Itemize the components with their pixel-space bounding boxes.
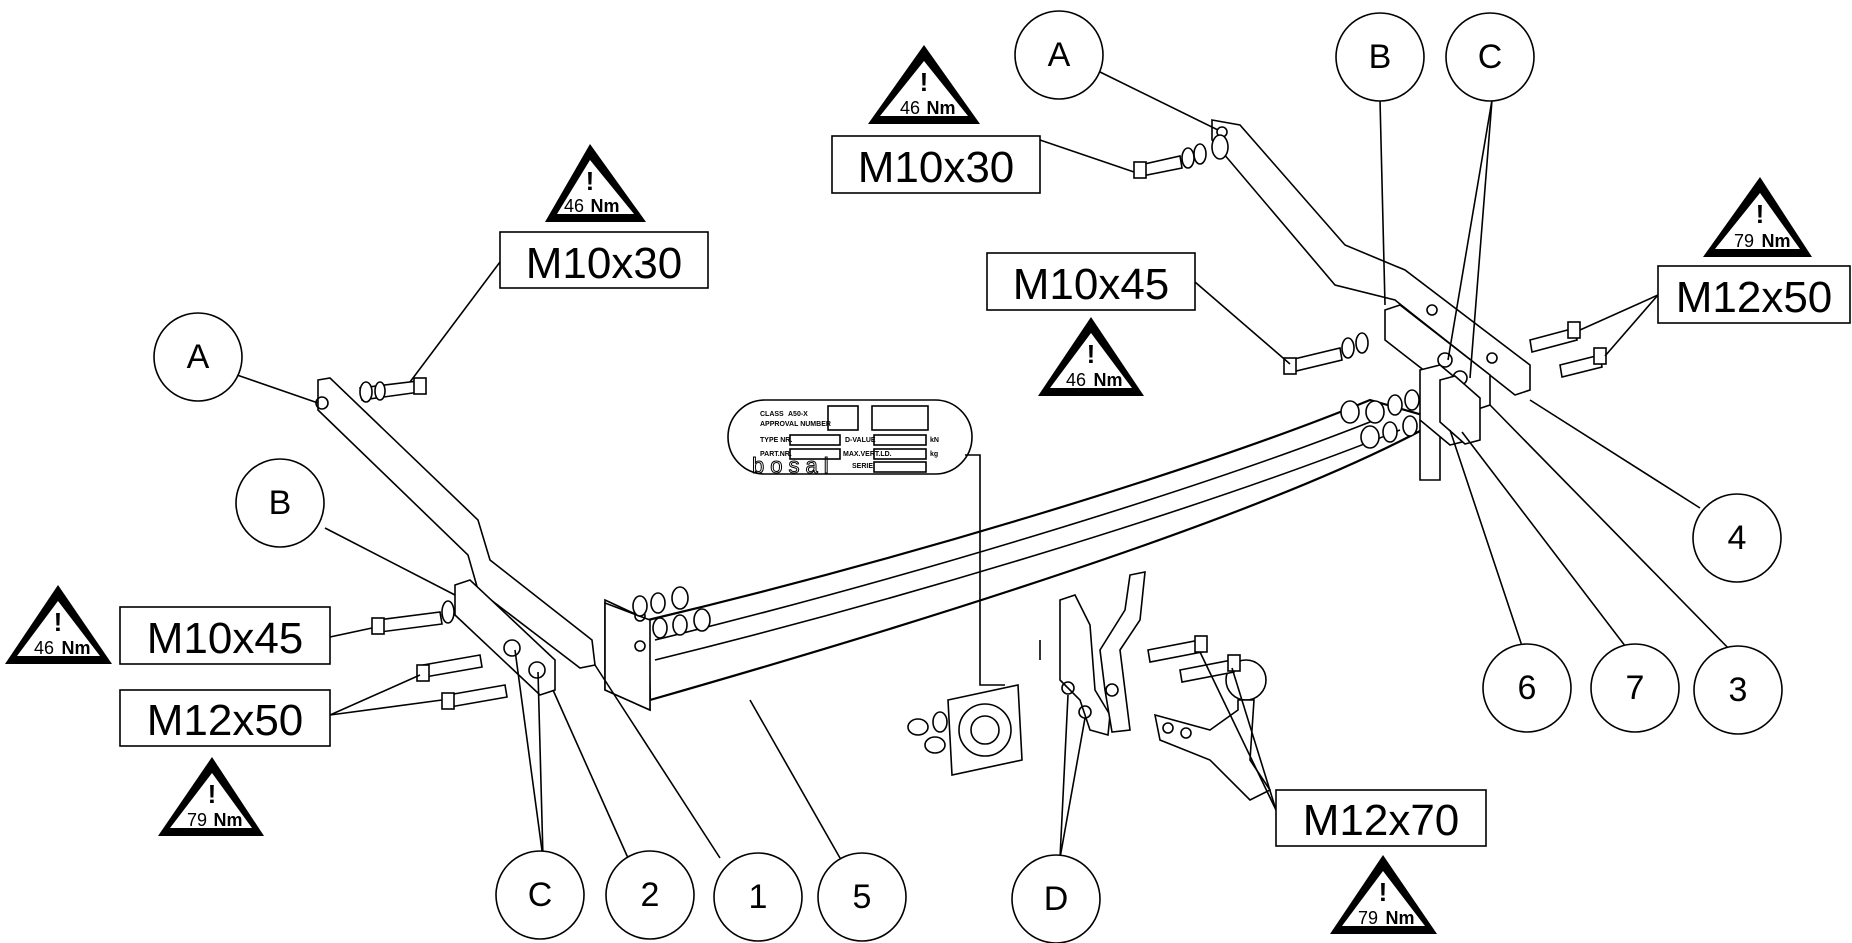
right-bolts bbox=[1133, 134, 1607, 378]
bolt-label-top-m10x30-text: M10x30 bbox=[858, 143, 1015, 192]
callout-3-label: 3 bbox=[1729, 671, 1748, 709]
identification-plate: CLASS A50-X APPROVAL NUMBER TYPE NR. D-V… bbox=[727, 399, 973, 479]
torque-warning-6: ! 79 Nm bbox=[158, 757, 264, 836]
tow-bracket-plates bbox=[1059, 571, 1146, 737]
warning-icon: ! bbox=[1756, 199, 1765, 229]
warning-icon: ! bbox=[920, 67, 929, 97]
torque-warning-4: ! 46 Nm bbox=[1038, 317, 1144, 396]
callout-A-top: A bbox=[1014, 10, 1104, 100]
plate-max-label: MAX.VERT.LD. bbox=[843, 451, 892, 458]
callout-C-top: C bbox=[1445, 12, 1535, 102]
torque-6-unit: Nm bbox=[213, 810, 242, 830]
callout-D-label: D bbox=[1044, 880, 1069, 918]
callout-1: 1 bbox=[713, 852, 803, 942]
torque-5-unit: Nm bbox=[61, 638, 90, 658]
plate-approval-label: APPROVAL NUMBER bbox=[760, 421, 831, 428]
bolt-label-left-m10x30: M10x30 bbox=[499, 231, 709, 289]
callout-D: D bbox=[1011, 854, 1101, 943]
torque-4-unit: Nm bbox=[1093, 370, 1122, 390]
warning-icon: ! bbox=[54, 607, 63, 637]
callout-A-top-label: A bbox=[1048, 36, 1071, 74]
bolt-label-right-m12x50: M12x50 bbox=[1657, 265, 1851, 324]
torque-4-value: 46 bbox=[1066, 370, 1086, 390]
plate-brand: bosal bbox=[752, 453, 835, 478]
callout-B-top-label: B bbox=[1369, 38, 1392, 76]
bolt-label-left-m12x50-text: M12x50 bbox=[147, 696, 304, 745]
plate-class-label: CLASS bbox=[760, 411, 784, 418]
torque-2-unit: Nm bbox=[926, 98, 955, 118]
plate-class-value: A50-X bbox=[788, 411, 808, 418]
callout-A-left-label: A bbox=[187, 338, 210, 376]
right-side-arm bbox=[1211, 119, 1531, 396]
electric-socket-plate bbox=[907, 684, 1023, 776]
torque-6-value: 79 bbox=[187, 810, 207, 830]
plate-part-label: PART.NR. bbox=[760, 451, 792, 458]
torque-1-value: 46 bbox=[564, 196, 584, 216]
torque-warning-5: ! 46 Nm bbox=[5, 585, 112, 664]
bolt-label-bottom-m12x70: M12x70 bbox=[1275, 789, 1487, 847]
bolt-label-left-m10x30-text: M10x30 bbox=[526, 239, 683, 288]
callout-B-top: B bbox=[1335, 12, 1425, 102]
left-plate-part-2 bbox=[454, 579, 556, 696]
callout-2-label: 2 bbox=[641, 876, 660, 914]
tow-ball-bolts bbox=[1147, 635, 1241, 683]
torque-warning-7: ! 79 Nm bbox=[1330, 855, 1437, 934]
torque-7-value: 79 bbox=[1358, 908, 1378, 928]
callout-1-label: 1 bbox=[749, 878, 768, 916]
bolt-label-bottom-m12x70-text: M12x70 bbox=[1303, 796, 1460, 845]
torque-warning-2: ! 46 Nm bbox=[868, 45, 980, 124]
torque-1-unit: Nm bbox=[590, 196, 619, 216]
callout-C-bottom: C bbox=[495, 850, 585, 940]
bolt-label-left-m10x45: M10x45 bbox=[119, 606, 331, 665]
callout-5: 5 bbox=[817, 852, 907, 942]
warning-icon: ! bbox=[586, 166, 595, 196]
plate-serie-label: SERIE bbox=[852, 463, 873, 470]
callout-6-label: 6 bbox=[1518, 669, 1537, 707]
torque-7-unit: Nm bbox=[1385, 908, 1414, 928]
right-spacer-plates bbox=[1340, 364, 1481, 449]
callout-C-top-label: C bbox=[1478, 38, 1503, 76]
torque-3-unit: Nm bbox=[1761, 231, 1790, 251]
callout-C-bottom-label: C bbox=[528, 876, 553, 914]
bolt-label-right-m12x50-text: M12x50 bbox=[1676, 273, 1833, 322]
torque-5-value: 46 bbox=[34, 638, 54, 658]
callout-7: 7 bbox=[1590, 643, 1680, 733]
leader-lines bbox=[236, 71, 1736, 859]
tow-ball bbox=[1153, 659, 1272, 801]
bolt-label-left-m12x50: M12x50 bbox=[119, 689, 331, 747]
bolt-label-left-m10x45-text: M10x45 bbox=[147, 614, 304, 663]
warning-icon: ! bbox=[1087, 339, 1096, 369]
bolt-label-right-m10x45-text: M10x45 bbox=[1013, 260, 1170, 309]
callout-4: 4 bbox=[1692, 493, 1782, 583]
callout-2: 2 bbox=[605, 850, 695, 940]
bolt-label-top-m10x30: M10x30 bbox=[831, 135, 1041, 194]
torque-2-value: 46 bbox=[900, 98, 920, 118]
bolt-label-right-m10x45: M10x45 bbox=[986, 252, 1196, 311]
plate-max-unit: kg bbox=[930, 451, 938, 458]
warning-icon: ! bbox=[1379, 877, 1388, 907]
callout-B-left: B bbox=[235, 458, 325, 548]
plate-dvalue-unit: kN bbox=[930, 437, 939, 444]
callout-3: 3 bbox=[1693, 645, 1783, 735]
left-bolts bbox=[359, 377, 508, 710]
callout-6: 6 bbox=[1482, 643, 1572, 733]
callout-B-left-label: B bbox=[269, 484, 292, 522]
callout-A-left: A bbox=[153, 312, 243, 402]
torque-warning-1: ! 46 Nm bbox=[545, 144, 646, 222]
center-left-clamp bbox=[604, 586, 711, 712]
torque-3-value: 79 bbox=[1734, 231, 1754, 251]
left-side-arm-part-1 bbox=[315, 377, 596, 669]
warning-icon: ! bbox=[208, 779, 217, 809]
callout-7-label: 7 bbox=[1626, 669, 1645, 707]
callout-4-label: 4 bbox=[1728, 519, 1747, 557]
plate-type-label: TYPE NR. bbox=[760, 437, 792, 444]
callout-5-label: 5 bbox=[853, 878, 872, 916]
plate-dvalue-label: D-VALUE bbox=[845, 437, 876, 444]
torque-warning-3: ! 79 Nm bbox=[1703, 177, 1812, 257]
